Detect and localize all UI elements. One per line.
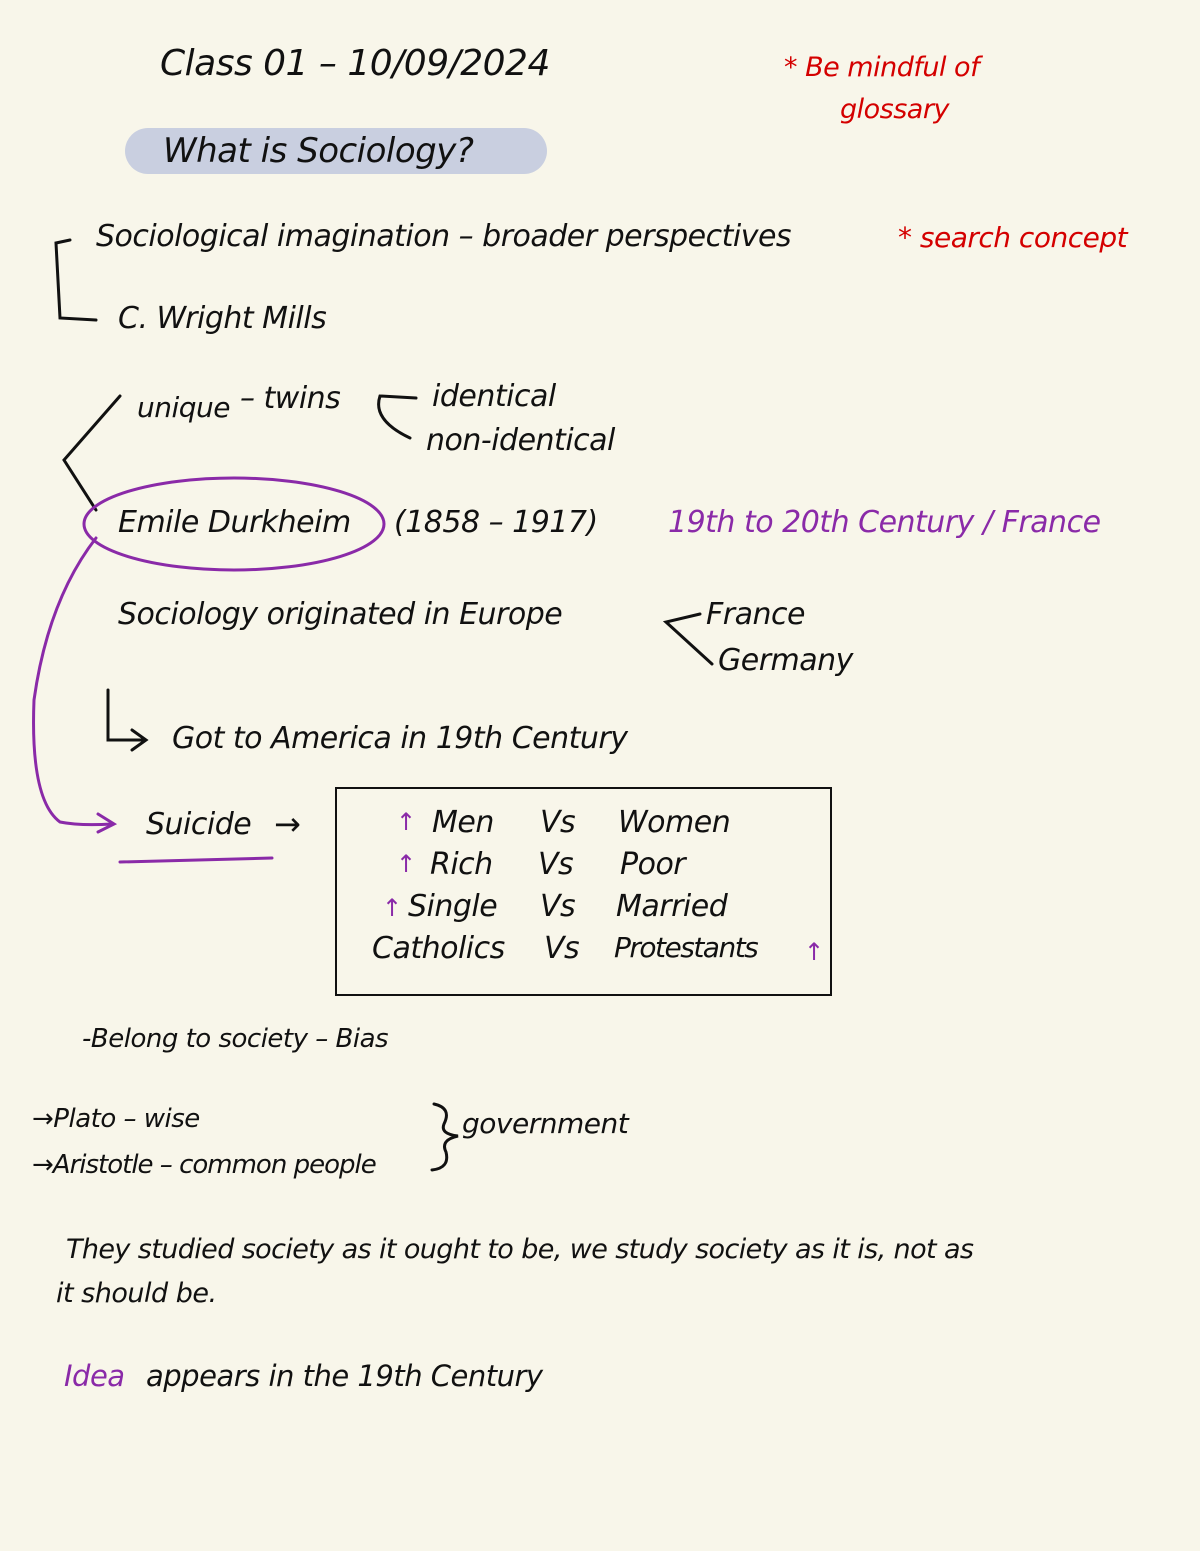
comparison-vs: Vs — [540, 889, 576, 924]
plato-note: →Plato – wise — [32, 1104, 200, 1134]
page-topic: What is Sociology? — [163, 131, 474, 171]
america-line: Got to America in 19th Century — [172, 721, 628, 756]
france-label: France — [706, 597, 805, 632]
origin-line: Sociology originated in Europe — [118, 597, 563, 632]
row-arrow-up-icon: ↑ — [396, 808, 417, 836]
identical-label: identical — [432, 379, 556, 414]
suicide-label: Suicide — [146, 807, 252, 842]
glossary-reminder: * Be mindful of — [784, 52, 980, 83]
studied-line-2: it should be. — [56, 1278, 217, 1309]
government-brace — [430, 1102, 459, 1172]
comparison-left: Rich — [430, 847, 493, 882]
non-identical-label: non-identical — [426, 423, 615, 458]
comparison-right: Protestants — [614, 931, 759, 964]
title-highlight — [125, 128, 547, 174]
america-hook-arrow — [106, 688, 146, 742]
comparison-vs: Vs — [544, 931, 580, 966]
unique-bracket — [62, 394, 122, 512]
comparison-vs: Vs — [538, 847, 574, 882]
durkheim-name: Emile Durkheim — [118, 505, 351, 540]
row-arrow-up-icon: ↑ — [382, 894, 403, 922]
comparison-right: Poor — [620, 847, 686, 882]
government-label: government — [462, 1107, 629, 1140]
twins-bracket — [377, 394, 418, 440]
durkheim-to-suicide-arrow — [32, 536, 114, 827]
search-concept-note: * search concept — [898, 221, 1128, 254]
studied-line-1: They studied society as it ought to be, … — [66, 1234, 974, 1265]
mills-name: C. Wright Mills — [118, 301, 327, 336]
comparison-left: Catholics — [372, 931, 505, 966]
aristotle-note: →Aristotle – common people — [32, 1150, 377, 1180]
suicide-arrow: → — [274, 805, 301, 843]
germany-label: Germany — [718, 643, 853, 678]
glossary-reminder-2: glossary — [840, 94, 949, 125]
comparison-right: Women — [618, 805, 731, 840]
comparison-left: Men — [432, 805, 494, 840]
belong-note: -Belong to society – Bias — [82, 1024, 389, 1054]
comparison-right: Married — [616, 889, 728, 924]
row-arrow-up-icon: ↑ — [804, 938, 825, 966]
suicide-underline — [118, 856, 274, 864]
row-arrow-up-icon: ↑ — [396, 850, 417, 878]
suicide-comparison-box — [335, 787, 832, 996]
idea-line: appears in the 19th Century — [146, 1359, 543, 1393]
twins-label: – twins — [240, 381, 341, 416]
page-date-title: Class 01 – 10/09/2024 — [160, 43, 550, 84]
idea-word: Idea — [64, 1359, 125, 1393]
comparison-left: Single — [408, 889, 498, 924]
mills-bracket — [54, 238, 98, 322]
unique-label: unique — [137, 391, 231, 424]
era-note: 19th to 20th Century / France — [668, 505, 1101, 540]
comparison-vs: Vs — [540, 805, 576, 840]
durkheim-years: (1858 – 1917) — [394, 505, 598, 540]
imagination-line: Sociological imagination – broader persp… — [96, 219, 792, 254]
